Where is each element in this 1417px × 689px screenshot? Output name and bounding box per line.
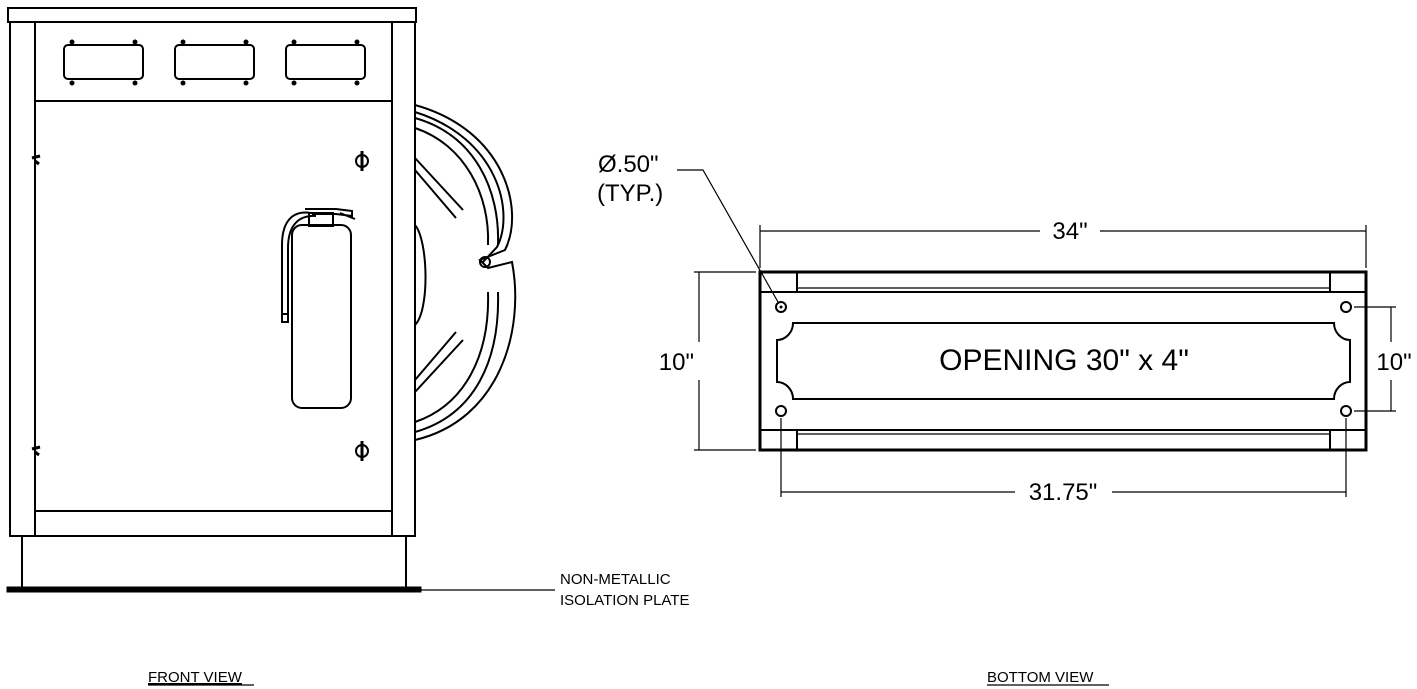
bottom-outer-frame — [758, 270, 1368, 452]
cabinet-bottom-rail — [34, 510, 393, 537]
mounting-hole-top-right — [1340, 301, 1352, 313]
cabinet-door — [34, 100, 393, 512]
plate-label-line2: ISOLATION PLATE — [560, 592, 689, 609]
cabinet-right-post — [391, 21, 416, 537]
mounting-hole-bottom-left — [775, 405, 787, 417]
door-hinge-upper — [31, 154, 41, 166]
dimension-10-left — [694, 271, 756, 451]
bottom-view-title: BOTTOM VIEW — [987, 669, 1094, 686]
width-dimension-label: 34" — [1052, 218, 1087, 245]
depth-dimension-left-label: 10" — [659, 349, 694, 376]
vent-left — [63, 39, 144, 86]
cabinet-base — [21, 535, 407, 589]
plate-label-line1: NON-METALLIC — [560, 571, 671, 588]
vent-center — [174, 39, 255, 86]
dimension-31-75 — [780, 418, 1347, 497]
dimension-10-right — [1354, 306, 1396, 412]
depth-dimension-right-label: 10" — [1376, 349, 1411, 376]
door-lock-upper — [355, 151, 369, 171]
door-lock-lower — [355, 441, 369, 461]
cabinet-top-cap — [7, 7, 417, 23]
hole-label-line2: (TYP.) — [597, 180, 663, 207]
mounting-hole-bottom-right — [1340, 405, 1352, 417]
hole-spacing-dimension-label: 31.75" — [1029, 479, 1098, 506]
dimension-34 — [759, 225, 1367, 268]
fire-extinguisher — [281, 208, 356, 409]
hole-label-line1: Ø.50" — [598, 151, 659, 178]
mounting-hole-top-left — [775, 301, 787, 313]
cabinet-front-view — [6, 7, 555, 593]
cabinet-bottom-view — [677, 169, 1396, 497]
isolation-plate — [6, 586, 422, 593]
cabinet-left-post — [9, 21, 36, 537]
hole-leader-line — [677, 169, 779, 303]
vent-panel — [34, 21, 393, 102]
vent-right — [285, 39, 366, 86]
door-hinge-lower — [31, 445, 41, 457]
front-view-title: FRONT VIEW — [148, 669, 243, 686]
opening-label: OPENING 30" x 4" — [939, 344, 1189, 377]
hose-reel — [414, 104, 517, 441]
bottom-opening-outline — [776, 322, 1351, 400]
